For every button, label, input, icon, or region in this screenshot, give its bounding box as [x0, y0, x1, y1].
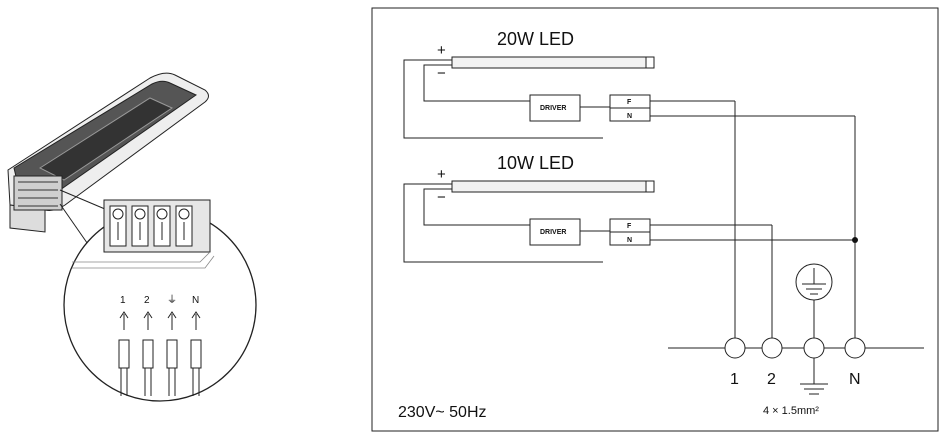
zoom-leader-top [59, 189, 113, 213]
zoom-terminal-block [103, 199, 211, 253]
terminal-label-1: 1 [730, 371, 739, 388]
terminal-label-n: N [849, 371, 861, 388]
lamp-20w [403, 56, 855, 139]
minus-lead-20w [423, 64, 530, 102]
plus-lead-20w [403, 59, 603, 139]
terminal-label-2: 2 [767, 371, 776, 388]
terminal-circle-2 [761, 337, 783, 359]
fuse-f-20w: F [627, 99, 632, 106]
fuse-n-20w: N [627, 113, 632, 120]
wire-ends [118, 339, 202, 396]
fuse-f-10w: F [627, 223, 632, 230]
minus-10w: − [437, 189, 446, 206]
lamp-title-10w: 10W LED [497, 153, 574, 173]
driver-label-20w: DRIVER [540, 105, 566, 112]
tube-10w [451, 180, 647, 193]
terminal-circle-1 [724, 337, 746, 359]
schematic-frame [371, 7, 939, 432]
lamp-title-20w: 20W LED [497, 29, 574, 49]
terminal-circle-n [844, 337, 866, 359]
insert-arrows [119, 311, 201, 330]
zoom-label-1: 1 [120, 295, 126, 306]
driver-20w [529, 94, 581, 122]
zoom-label-2: 2 [144, 295, 150, 306]
lamp-10w [403, 180, 855, 263]
terminal-circles [724, 337, 866, 359]
driver-label-10w: DRIVER [540, 229, 566, 236]
minus-lead-10w [423, 188, 530, 226]
luminaire-illustration [7, 72, 257, 402]
driver-10w [529, 218, 581, 246]
neutral-junction-dot [852, 237, 858, 243]
earth-symbol [795, 263, 833, 301]
supply-rating: 230V~ 50Hz [398, 404, 487, 421]
end-terminal-block [13, 175, 63, 211]
minus-20w: − [437, 65, 446, 82]
zoom-label-n: N [192, 295, 199, 306]
plus-10w: + [437, 166, 446, 183]
zoom-label-earth: ⏚ [167, 294, 177, 306]
ground-symbol [800, 358, 828, 395]
terminal-circle-earth [803, 337, 825, 359]
feeder-wires [734, 101, 856, 338]
cable-spec: 4 × 1.5mm² [763, 405, 819, 417]
tube-20w [451, 56, 647, 69]
plus-20w: + [437, 42, 446, 59]
fuse-n-10w: N [627, 237, 632, 244]
plus-lead-10w [403, 183, 603, 263]
